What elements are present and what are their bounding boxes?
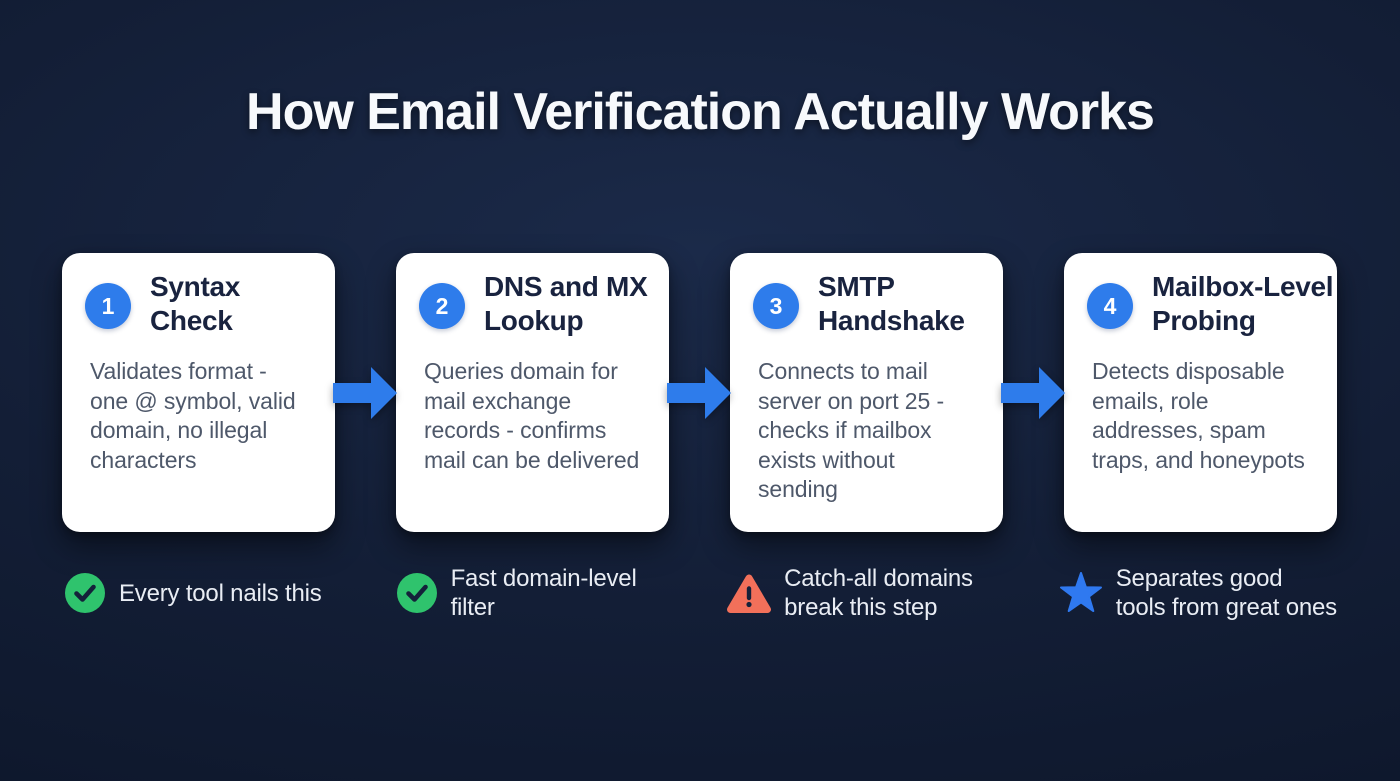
note-label: Every tool nails this <box>119 579 322 607</box>
step-number: 3 <box>769 292 783 319</box>
note-item: Separates good tools from great ones <box>1057 564 1337 622</box>
step-description: Connects to mail server on port 25 - che… <box>758 358 945 502</box>
check-circle-icon <box>396 573 437 613</box>
step-number-badge: 2 <box>419 283 465 329</box>
steps-row: 1 Syntax Check Validates format - one @ … <box>62 253 1337 532</box>
step-number-badge: 1 <box>85 283 131 329</box>
check-circle-icon <box>65 573 105 613</box>
step-card-smtp-handshake: 3 SMTP Handshake Connects to mail server… <box>730 253 1003 532</box>
step-number-badge: 3 <box>753 283 799 329</box>
step-number: 4 <box>1103 292 1117 319</box>
warning-triangle-icon <box>727 574 772 613</box>
step-number: 1 <box>101 292 115 319</box>
step-title: DNS and MX Lookup <box>484 271 648 336</box>
step-card-dns-mx-lookup: 2 DNS and MX Lookup Queries domain for m… <box>396 253 669 532</box>
note-label: Fast domain-level filter <box>450 565 637 621</box>
step-description: Queries domain for mail exchange records… <box>424 358 640 473</box>
step-number: 2 <box>435 292 449 319</box>
step-card-syntax-check: 1 Syntax Check Validates format - one @ … <box>62 253 335 532</box>
step-title: Syntax Check <box>150 271 241 336</box>
step-number-badge: 4 <box>1087 283 1133 329</box>
note-item: Catch-all domains break this step <box>725 564 996 622</box>
step-title: SMTP Handshake <box>818 271 965 336</box>
notes-row: Every tool nails this Fast domain-level … <box>62 564 1337 622</box>
star-icon <box>1059 571 1102 612</box>
page-title: How Email Verification Actually Works <box>246 83 1155 141</box>
flow-arrow-icon <box>1001 367 1065 419</box>
note-item: Fast domain-level filter <box>394 564 665 622</box>
note-label: Catch-all domains break this step <box>784 565 973 621</box>
note-label: Separates good tools from great ones <box>1115 565 1337 621</box>
step-card-mailbox-probing: 4 Mailbox-Level Probing Detects disposab… <box>1064 253 1337 532</box>
step-description: Detects disposable emails, role addresse… <box>1092 358 1305 473</box>
step-description: Validates format - one @ symbol, valid d… <box>90 358 296 473</box>
note-item: Every tool nails this <box>62 564 333 622</box>
flow-arrow-icon <box>667 367 731 419</box>
flow-arrow-icon <box>333 367 397 419</box>
step-title: Mailbox-Level Probing <box>1152 271 1334 336</box>
